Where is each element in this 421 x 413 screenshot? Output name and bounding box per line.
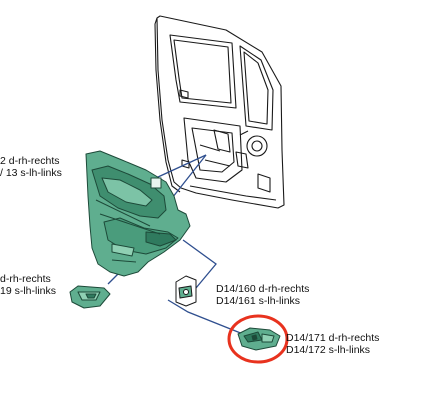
pull-handle-label-line2: 19 s-lh-links: [0, 285, 57, 297]
inner-handle-part-label: D14/171 d-rh-rechts D14/172 s-lh-links: [286, 332, 379, 356]
bracket-label-line1: D14/160 d-rh-rechts: [216, 283, 310, 295]
trim-panel-part-label: 2 d-rh-rechts / 13 s-lh-links: [0, 155, 62, 179]
pull-handle-part-label: d-rh-rechts 19 s-lh-links: [0, 273, 56, 297]
bracket-drawing: [175, 275, 197, 307]
trim-panel-label-line1: 2 d-rh-rechts: [0, 155, 60, 167]
inner-handle-label-line1: D14/171 d-rh-rechts: [286, 332, 380, 344]
door-trim-panel-drawing: [85, 150, 191, 277]
inner-handle-drawing: [237, 327, 281, 351]
inner-handle-label-line2: D14/172 s-lh-links: [286, 344, 371, 356]
pull-handle-label-line1: d-rh-rechts: [0, 273, 51, 285]
highlight-circle: [227, 314, 289, 364]
door-frame-drawing: [154, 15, 285, 209]
bracket-part-label: D14/160 d-rh-rechts D14/161 s-lh-links: [216, 283, 309, 307]
trim-panel-label-line2: / 13 s-lh-links: [0, 167, 62, 179]
bracket-label-line2: D14/161 s-lh-links: [216, 295, 301, 307]
pull-handle-drawing: [69, 285, 111, 309]
